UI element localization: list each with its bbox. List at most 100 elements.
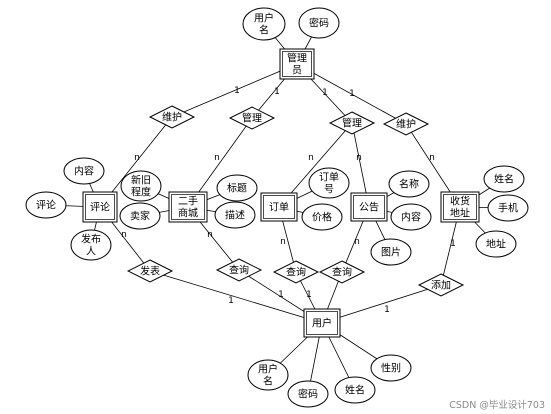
attribute-user_username-text: 名 — [263, 375, 273, 388]
entity-admin: 管理员 — [279, 48, 315, 80]
relationship-add: 添加 — [417, 273, 465, 297]
attribute-order_price-text: 价格 — [312, 211, 332, 224]
attribute-ellipse — [247, 359, 289, 391]
attribute-order_no: 订单号 — [308, 167, 350, 199]
cardinality-c16: 1 — [278, 290, 284, 300]
attribute-goods_seller-text: 卖家 — [130, 210, 150, 223]
attribute-user_password: 密码 — [287, 380, 329, 408]
attribute-review_comment: 评论 — [25, 191, 67, 219]
attribute-ellipse — [214, 201, 256, 229]
attribute-user_gender: 性别 — [370, 354, 412, 382]
attribute-user_name: 姓名 — [334, 376, 376, 404]
attribute-ellipse — [298, 7, 340, 39]
entity-user-text: 用户 — [312, 317, 332, 330]
relationship-diamond — [215, 258, 263, 282]
attribute-notice_name: 名称 — [388, 170, 430, 198]
cardinality-c6: n — [214, 153, 220, 163]
cardinality-c4: 1 — [349, 89, 355, 99]
entity-box-inner — [306, 311, 338, 335]
relationship-query1: 查询 — [215, 258, 263, 282]
relationship-diamond — [417, 273, 465, 297]
cardinality-c7: n — [308, 153, 314, 163]
relationship-maintain2-text: 维护 — [396, 118, 416, 131]
relationship-maintain2: 维护 — [382, 112, 430, 136]
entity-user: 用户 — [303, 308, 341, 338]
attribute-user_gender-text: 性别 — [381, 362, 401, 375]
relationship-query2-text: 查询 — [286, 266, 306, 279]
attribute-review_publisher-text: 人 — [86, 246, 96, 258]
attribute-review_content-text: 内容 — [74, 165, 94, 178]
shapes: 用户名密码内容评论发布人新旧程度卖家标题描述订单号价格名称内容图片姓名手机地址用… — [25, 7, 529, 408]
attribute-admin_username-text: 名 — [259, 24, 269, 37]
cardinality-c10: n — [121, 230, 127, 240]
attribute-goods_title: 标题 — [216, 174, 258, 202]
attribute-address_addr: 地址 — [475, 230, 517, 258]
entity-box-inner — [85, 194, 115, 220]
relationship-diamond — [228, 106, 276, 130]
entity-box-inner — [171, 194, 205, 220]
attribute-notice_name-text: 名称 — [399, 178, 419, 191]
attribute-user_username-text: 用户 — [258, 363, 278, 376]
relationship-publish: 发表 — [126, 259, 174, 283]
attribute-notice_content-text: 内容 — [401, 211, 421, 224]
cardinality-c2: 1 — [274, 87, 280, 97]
relationship-diamond — [328, 111, 376, 135]
attribute-goods_seller: 卖家 — [119, 202, 161, 230]
relationship-query3: 查询 — [318, 260, 366, 284]
cardinality-c13: n — [354, 237, 360, 247]
entity-review: 评论 — [82, 191, 118, 223]
attribute-address_phone-text: 手机 — [498, 202, 518, 215]
entity-admin-text: 员 — [292, 65, 302, 77]
entity-box — [350, 192, 388, 222]
attribute-address_phone: 手机 — [487, 194, 529, 222]
entity-box-inner — [443, 194, 477, 220]
attribute-ellipse — [475, 230, 517, 258]
attribute-ellipse — [487, 194, 529, 222]
entity-goods-text: 二手 — [178, 195, 198, 208]
entity-goods-text: 商城 — [178, 207, 198, 220]
attribute-ellipse — [287, 380, 329, 408]
attribute-user_username: 用户名 — [247, 359, 289, 391]
relationship-diamond — [318, 260, 366, 284]
attribute-ellipse — [216, 174, 258, 202]
edge-admin-maintain2 — [296, 63, 407, 125]
entity-box — [168, 191, 208, 223]
relationship-publish-text: 发表 — [140, 265, 160, 278]
relationship-maintain1-text: 维护 — [162, 111, 182, 124]
attribute-ellipse — [25, 191, 67, 219]
attribute-notice_content: 内容 — [390, 203, 432, 231]
attribute-address_name: 姓名 — [483, 165, 525, 193]
cardinality-c11: n — [207, 230, 213, 240]
entity-box-inner — [353, 195, 385, 219]
cardinality-c5: n — [134, 153, 140, 163]
entity-box — [440, 191, 480, 223]
attribute-user_name-text: 姓名 — [345, 384, 365, 397]
relationship-manage1-text: 管理 — [242, 112, 262, 125]
attribute-ellipse — [334, 376, 376, 404]
entity-address-text: 收货 — [450, 195, 470, 208]
attribute-review_comment-text: 评论 — [36, 199, 56, 212]
attribute-goods_condition-text: 程度 — [131, 186, 151, 199]
attribute-ellipse — [63, 157, 105, 185]
entity-review-text: 评论 — [90, 201, 110, 214]
attribute-ellipse — [483, 165, 525, 193]
relationship-query3-text: 查询 — [332, 266, 352, 279]
attribute-goods_condition-text: 新旧 — [131, 174, 151, 187]
watermark: CSDN @毕业设计703 — [449, 399, 545, 411]
attribute-address_addr-text: 地址 — [486, 238, 506, 251]
cardinality-c18: 1 — [384, 305, 390, 315]
attribute-goods_title-text: 标题 — [227, 183, 247, 195]
attribute-address_name-text: 姓名 — [494, 173, 514, 186]
attribute-order_no-text: 号 — [324, 184, 334, 196]
relationship-diamond — [126, 259, 174, 283]
attribute-ellipse — [390, 203, 432, 231]
relationship-query1-text: 查询 — [229, 264, 249, 277]
entity-box — [279, 48, 315, 80]
relationship-manage2-text: 管理 — [342, 117, 362, 130]
cardinality-c15: 1 — [228, 296, 234, 306]
entity-box-inner — [263, 195, 295, 219]
entity-box-inner — [282, 51, 312, 77]
